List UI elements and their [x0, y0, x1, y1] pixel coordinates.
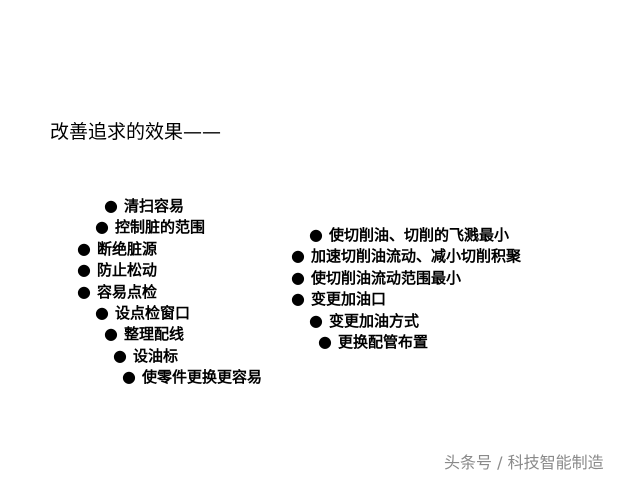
list-item-left-4: ● 容易点检: [77, 281, 157, 303]
list-item-left-0: ● 清扫容易: [104, 195, 184, 217]
list-item-left-6: ● 整理配线: [104, 323, 184, 345]
bullet-icon: ●: [77, 260, 91, 279]
list-item-left-8: ● 使零件更换更容易: [122, 366, 262, 388]
list-item-left-7: ● 设油标: [113, 345, 178, 367]
page-title: 改善追求的效果——: [50, 121, 222, 143]
list-item-label: 控制脏的范围: [114, 218, 205, 236]
list-item-right-4: ● 变更加油方式: [309, 310, 419, 332]
list-item-label: 设油标: [132, 347, 178, 365]
bullet-icon: ●: [309, 311, 323, 330]
bullet-icon: ●: [104, 196, 118, 215]
bullet-icon: ●: [318, 332, 332, 351]
list-item-left-3: ● 防止松动: [77, 259, 157, 281]
list-item-right-5: ● 更换配管布置: [318, 331, 428, 353]
list-item-right-2: ● 使切削油流动范围最小: [291, 267, 461, 289]
bullet-icon: ●: [77, 282, 91, 301]
list-item-label: 加速切削油流动、减小切削积聚: [310, 247, 521, 265]
bullet-icon: ●: [95, 303, 109, 322]
list-item-label: 清扫容易: [123, 197, 184, 215]
list-item-label: 变更加油方式: [328, 312, 419, 330]
list-item-label: 使零件更换更容易: [141, 368, 262, 386]
bullet-icon: ●: [291, 289, 305, 308]
bullet-icon: ●: [104, 324, 118, 343]
list-item-label: 防止松动: [96, 261, 157, 279]
list-item-left-1: ● 控制脏的范围: [95, 216, 205, 238]
list-item-right-1: ● 加速切削油流动、减小切削积聚: [291, 245, 521, 267]
list-item-left-2: ● 断绝脏源: [77, 238, 157, 260]
bullet-icon: ●: [291, 246, 305, 265]
bullet-icon: ●: [113, 346, 127, 365]
bullet-icon: ●: [77, 239, 91, 258]
list-item-label: 整理配线: [123, 325, 184, 343]
list-item-label: 变更加油口: [310, 290, 386, 308]
list-item-label: 使切削油流动范围最小: [310, 269, 461, 287]
list-item-right-0: ● 使切削油、切削的飞溅最小: [309, 224, 509, 246]
list-item-label: 容易点检: [96, 283, 157, 301]
list-item-label: 使切削油、切削的飞溅最小: [328, 226, 509, 244]
bullet-icon: ●: [309, 225, 323, 244]
list-item-label: 更换配管布置: [337, 333, 428, 351]
bullet-icon: ●: [291, 268, 305, 287]
list-item-label: 断绝脏源: [96, 240, 157, 258]
list-item-label: 设点检窗口: [114, 304, 190, 322]
list-item-right-3: ● 变更加油口: [291, 288, 386, 310]
watermark: 头条号 / 科技智能制造: [444, 453, 604, 472]
bullet-icon: ●: [95, 217, 109, 236]
list-item-left-5: ● 设点检窗口: [95, 302, 190, 324]
bullet-icon: ●: [122, 367, 136, 386]
